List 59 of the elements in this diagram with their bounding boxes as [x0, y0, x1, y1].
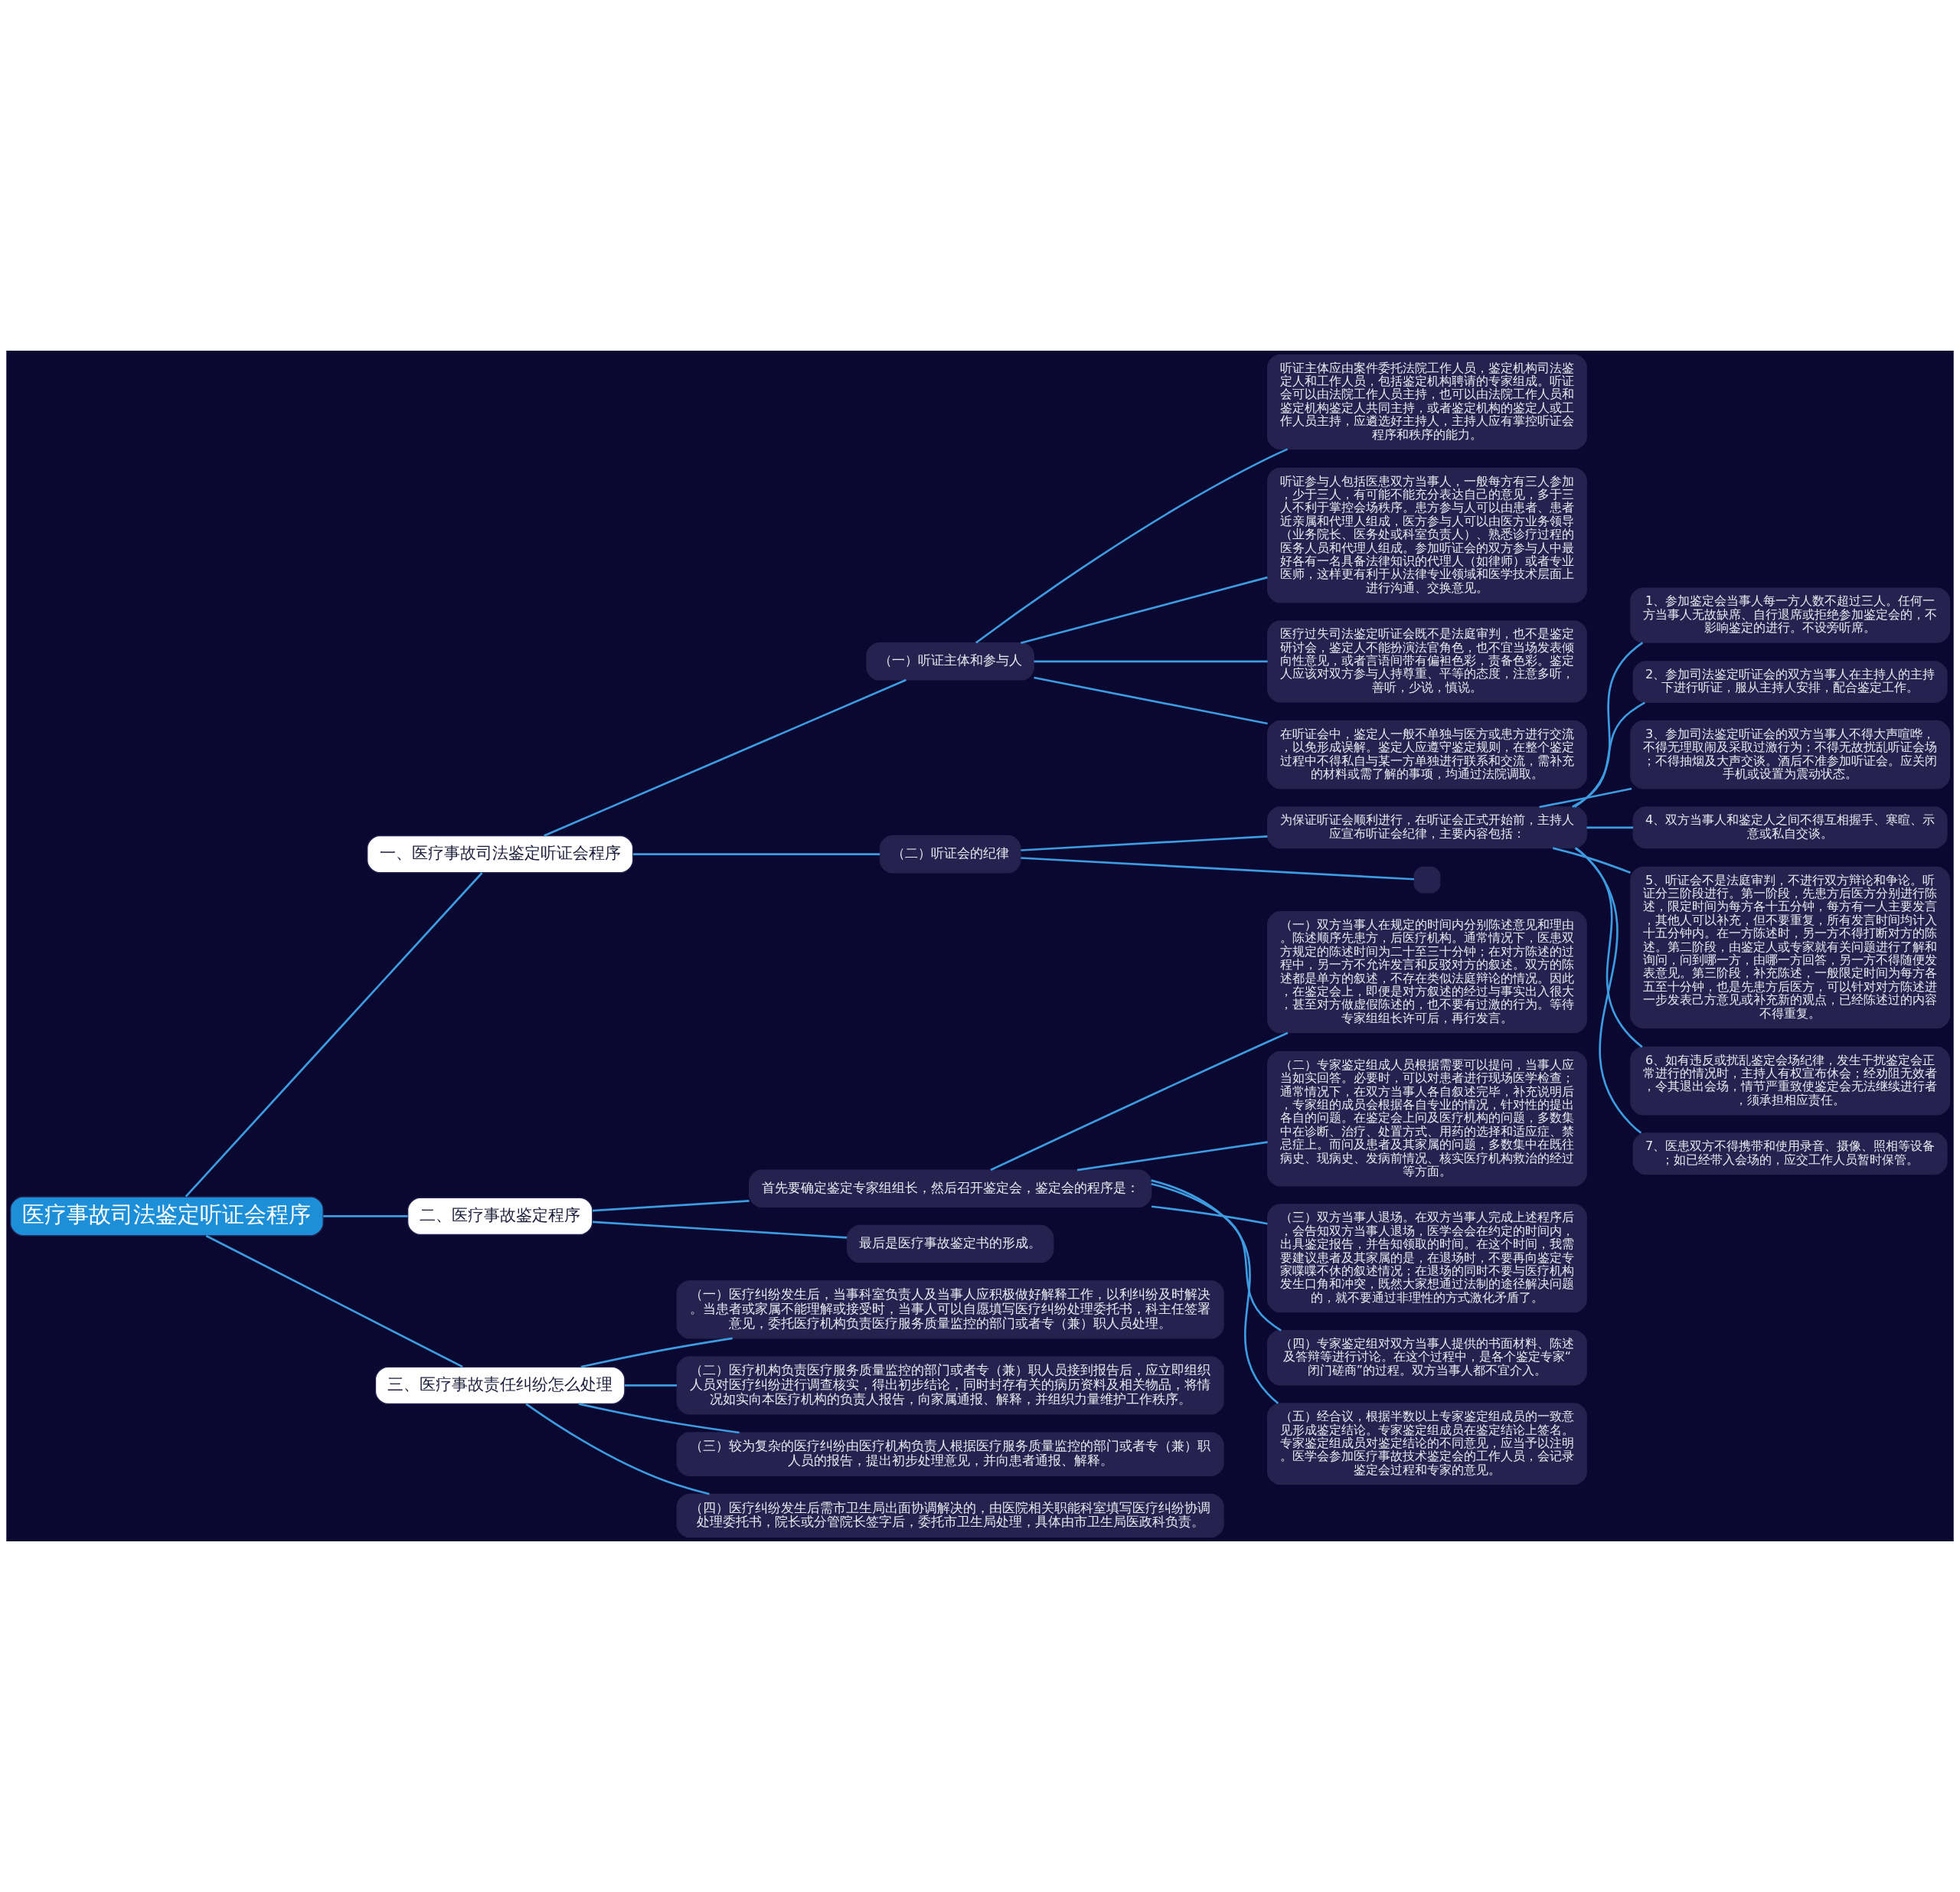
- connector: [1021, 835, 1268, 851]
- node-box: 1、参加鉴定会当事人每一方人数不超过三人。任何一方当事人无故缺席、自行退席或拒绝参加鉴定会的，不影响鉴定的进行。不设旁听席。: [1630, 587, 1951, 643]
- connector: [975, 448, 1289, 644]
- connector: [1586, 826, 1634, 829]
- node-box: （四）医疗纠纷发生后需市卫生局出面协调解决的，由医院相关职能科室填写医疗纠纷协调处理委托书，院长或分管院长签字后，委托市卫生局处理，具体由市卫生局医政科负责。: [676, 1493, 1224, 1538]
- node-box: 首先要确定鉴定专家组组长，然后召开鉴定会，鉴定会的程序是：: [748, 1169, 1152, 1208]
- connector: [1539, 787, 1632, 809]
- node-box: （一）医疗纠纷发生后，当事科室负责人及当事人应积极做好解释工作，以利纠纷及时解决。当患者或家属不能理解或接受时，当事人可以自愿填写医疗纠纷处理委托书，科主任签署意见，委托医疗机构负责医疗服务质量监控的部门或者专（兼）职人员处理。: [676, 1280, 1224, 1339]
- connector: [544, 678, 906, 837]
- node-box: 3、参加司法鉴定听证会的双方当事人不得大声喧哗，不得无理取闹及采取过激行为；不得无故扰乱听证会场；不得抽烟及大声交谈。酒后不准参加听证会。应关闭手机或设置为震动状态。: [1630, 720, 1951, 789]
- connector: [1021, 857, 1414, 881]
- node-box: （二）听证会的纪律: [879, 835, 1021, 874]
- connector: [1151, 1205, 1268, 1225]
- connector: [625, 1384, 677, 1387]
- connector: [1574, 847, 1643, 1048]
- connector: [580, 1337, 733, 1368]
- connector: [632, 853, 880, 855]
- connector: [592, 1200, 750, 1212]
- connector: [1572, 701, 1645, 808]
- node-box: 5、听证会不是法庭审判，不进行双方辩论和争论。听证分三阶段进行。第一阶段，先患方后医方分别进行陈述，限定时间为每方各十五分钟，每方有一人主要发言，其他人可以补充，但不要重复，所有发言时间均计入十五分钟内。在一方陈述时，另一方不得打断对方的陈述。第二阶段，由鉴定人或专家就有关问题进行了解和询问，问到哪一方，由哪一方回答，另一方不得随便发表意见。第三阶段，补充陈述，一般限定时间为每方各五至十分钟，也是先患方后医方，可以针对对方陈述进一步发表己方意见或补充新的观点，已经陈述过的内容不得重复。: [1630, 866, 1951, 1029]
- node-box: 4、双方当事人和鉴定人之间不得互相握手、寒暄、示意或私自交谈。: [1632, 806, 1948, 849]
- node-box: （一）双方当事人在规定的时间内分别陈述意见和理由。陈述顺序先患方，后医疗机构。通常情况下，医患双方规定的陈述时间为二十至三十分钟；在对方陈述的过程中，另一方不允许发言和反驳对方的叙述。双方的陈述都是单方的叙述，不存在类似法庭辩论的情况。因此，在鉴定会上，即便是对方叙述的经过与事实出入很大，甚至对方做虚假陈述的，也不要有过激的行为。等待专家组组长许可后，再行发言。: [1267, 910, 1587, 1034]
- connector: [1021, 576, 1268, 644]
- node-box: （一）听证主体和参与人: [866, 642, 1034, 681]
- node-box: 为保证听证会顺利进行，在听证会正式开始前，主持人应宣布听证会纪律，主要内容包括：: [1267, 806, 1587, 849]
- node-box: （三）双方当事人退场。在双方当事人完成上述程序后，会告知双方当事人退场，医学会会在约定的时间内，出具鉴定报告，并告知领取的时间。在这个时间，我需要建议患者及其家属的是，在退场时，不要再向鉴定专家喋喋不休的叙述情况；在退场的同时不要与医疗机构发生口角和冲突，既然大家想通过法制的途径解决问题的，就不要通过非理性的方式激化矛盾了。: [1267, 1204, 1587, 1313]
- node-box: 一、医疗事故司法鉴定听证会程序: [367, 835, 634, 874]
- node-box: 听证参与人包括医患双方当事人，一般每方有三人参加，少于三人，有可能不能充分表达自己的意见，多于三人不利于掌控会场秩序。患方参与人可以由患者、患者近亲属和代理人组成，医方参与人可以由医方业务领导（业务院长、医务处或科室负责人）、熟悉诊疗过程的医务人员和代理人组成。参加听证会的双方参与人中最好各有一名具备法律知识的代理人（如律师）或者专业医师，这样更有利于从法律专业领域和医学技术层面上进行沟通、交换意见。: [1267, 467, 1587, 603]
- connector: [592, 1220, 848, 1239]
- node-box: 在听证会中，鉴定人一般不单独与医方或患方进行交流，以免形成误解。鉴定人应遵守鉴定规则，在整个鉴定过程中不得私自与某一方单独进行联系和交流，需补充的材料或需了解的事项，均通过法院调取。: [1267, 720, 1587, 789]
- node-box: 最后是医疗事故鉴定书的形成。: [846, 1224, 1054, 1263]
- connector: [1151, 1179, 1279, 1404]
- node-box: 2、参加司法鉴定听证会的双方当事人在主持人的主持下进行听证，服从主持人安排，配合鉴定工作。: [1632, 661, 1948, 704]
- node-box: （二）专家鉴定组成人员根据需要可以提问，当事人应当如实回答。必要时，可以对患者进行现场医学检查；通常情况下，在双方当事人各自叙述完毕，补充说明后，专家组的成员会根据各自专业的情况，针对性的提出各自的问题。在鉴定会上问及医疗机构的问题，多数集中在诊断、治疗、处置方式、用药的选择和适应症、禁忌症上。而问及患者及其家属的问题，多数集中在既往病史、现病史、发病前情况、核实医疗机构救治的经过等方面。: [1267, 1051, 1587, 1187]
- connector: [1034, 676, 1268, 725]
- connector: [1151, 1182, 1282, 1332]
- node-box: 二、医疗事故鉴定程序: [407, 1197, 593, 1236]
- connector: [1573, 642, 1644, 809]
- connector: [578, 1403, 740, 1434]
- connector: [185, 872, 483, 1198]
- connector: [323, 1215, 408, 1217]
- node-box: 医疗过失司法鉴定听证会既不是法庭审判，也不是鉴定研讨会，鉴定人不能扮演法官角色，也不宜当场发表倾向性意见，或者言语间带有偏袒色彩，责备色彩。鉴定人应该对双方参与人持尊重、平等的态度，注意多听，善听，少说，慎说。: [1267, 620, 1587, 703]
- node-box: （四）专家鉴定组对双方当事人提供的书面材料、陈述及答辩等进行讨论。在这个过程中，是各个鉴定专家“闭门磋商”的过程。双方当事人都不宜介入。: [1267, 1330, 1587, 1386]
- node-box: 医疗事故司法鉴定听证会程序: [9, 1196, 324, 1237]
- connector: [205, 1234, 463, 1368]
- node-box: 6、如有违反或扰乱鉴定会场纪律，发生干扰鉴定会正常进行的情况时，主持人有权宣布休会；经劝阻无效者，令其退出会场，情节严重致使鉴定会无法继续进行者，须承担相应责任。: [1630, 1046, 1951, 1116]
- node-box: （三）较为复杂的医疗纠纷由医疗机构负责人根据医疗服务质量监控的部门或者专（兼）职人员的报告，提出初步处理意见，并向患者通报、解释。: [676, 1432, 1224, 1476]
- connector: [525, 1403, 710, 1495]
- connector: [990, 1031, 1289, 1171]
- node-box: 三、医疗事故责任纠纷怎么处理: [374, 1366, 626, 1405]
- node-box: 7、医患双方不得携带和使用录音、摄像、照相等设备；如已经带入会场的，应交工作人员暂时保管。: [1632, 1132, 1948, 1175]
- connector: [1076, 1141, 1268, 1171]
- node-box: [1413, 866, 1441, 894]
- connector: [1552, 847, 1631, 874]
- connector: [1034, 660, 1268, 663]
- node-box: （二）医疗机构负责医疗服务质量监控的部门或者专（兼）职人员接到报告后，应立即组织人员对医疗纠纷进行调查核实，得出初步结论，同时封存有关的病历资料及相关物品，将情况如实向本医疗机构的负责人报告，向家属通报、解释，并组织力量维护工作秩序。: [676, 1356, 1224, 1415]
- node-box: 听证主体应由案件委托法院工作人员，鉴定机构司法鉴定人和工作人员，包括鉴定机构聘请的专家组成。听证会可以由法院工作人员主持，也可以由法院工作人员和鉴定机构鉴定人共同主持，或者鉴定机构的鉴定人或工作人员主持，应遴选好主持人，主持人应有掌控听证会程序和秩序的能力。: [1267, 354, 1587, 450]
- node-box: （五）经合议，根据半数以上专家鉴定组成员的一致意见形成鉴定结论。专家鉴定组成员在鉴定结论上签名。专家鉴定组成员对鉴定结论的不同意见，应当予以注明。医学会参加医疗事故技术鉴定会的工作人员，会记录鉴定会过程和专家的意见。: [1267, 1403, 1587, 1485]
- connector: [1575, 847, 1642, 1134]
